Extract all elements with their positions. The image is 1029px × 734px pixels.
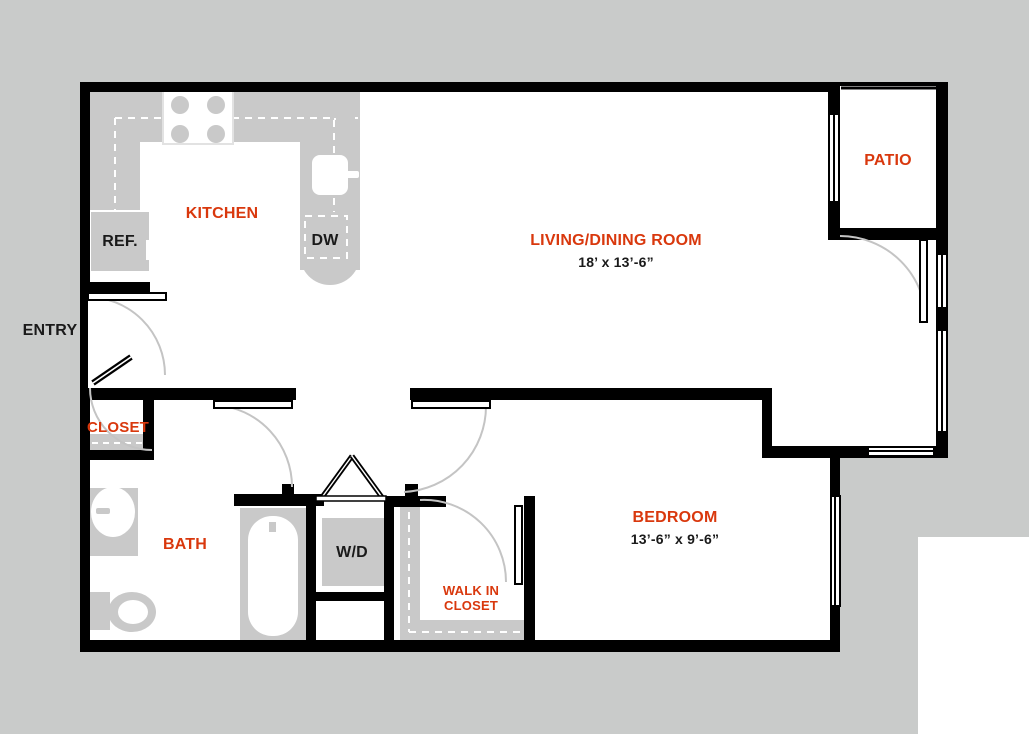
door-entry-closet	[89, 354, 153, 451]
stove-icon	[162, 87, 234, 145]
window-living-right-lower	[936, 329, 948, 433]
window-living-right-upper	[936, 253, 948, 309]
window-patio-left	[828, 113, 840, 203]
fixture-label-refrigerator: REF.	[102, 233, 138, 250]
bathroom-fixtures	[88, 487, 306, 644]
room-label-bedroom: BEDROOM	[632, 509, 718, 526]
dishwasher-icon	[304, 215, 348, 259]
room-label-kitchen: KITCHEN	[185, 205, 259, 222]
room-label-walk-in-closet-line2: CLOSET	[444, 598, 498, 613]
room-label-bath: BATH	[162, 536, 208, 553]
door-patio	[839, 235, 928, 323]
background-notch	[918, 537, 1029, 734]
fixture-label-washer-dryer: W/D	[336, 544, 368, 561]
patio-railing	[841, 86, 943, 232]
washer-dryer-icon	[322, 518, 384, 586]
window-bedroom-right	[830, 495, 841, 607]
walk-in-closet-shelving	[400, 506, 528, 644]
room-label-closet: CLOSET	[86, 419, 150, 436]
fixture-label-dishwasher: DW	[311, 232, 339, 249]
room-dimensions-bedroom: 13’-6” x 9’-6”	[630, 531, 720, 547]
room-label-patio: PATIO	[864, 152, 912, 169]
door-entry	[86, 292, 167, 376]
door-bath	[213, 400, 294, 488]
door-walk-in-closet	[419, 498, 523, 585]
kitchen-sink-icon	[312, 155, 359, 195]
room-dimensions-living-dining: 18’ x 13’-6”	[578, 254, 654, 270]
door-washer-dryer-bifold	[315, 454, 387, 502]
room-label-walk-in-closet-line1: WALK IN	[442, 583, 500, 598]
floor-slabs	[80, 82, 948, 652]
door-bedroom	[403, 400, 491, 493]
room-label-living-dining: LIVING/DINING ROOM	[530, 232, 702, 249]
window-living-bottom	[867, 446, 935, 457]
annotation-label-entry: ENTRY	[22, 322, 78, 339]
